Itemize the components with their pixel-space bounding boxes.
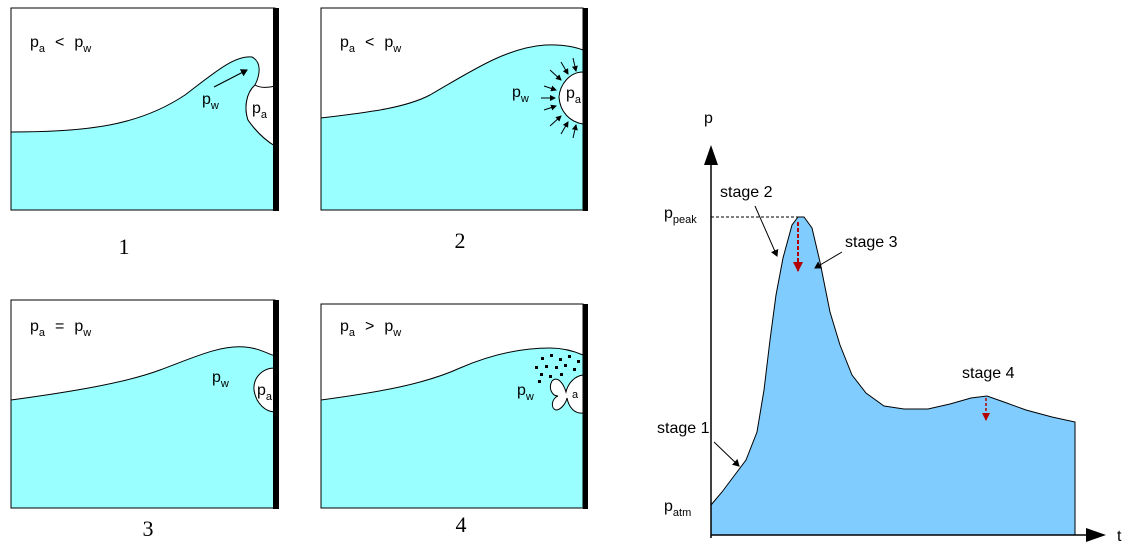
stage-3-label: stage 3 [845, 234, 898, 251]
stage-2-label: stage 2 [720, 184, 773, 201]
water-body [320, 44, 584, 211]
water-pressure-label: pw [512, 84, 529, 105]
vertical-wall [583, 304, 588, 509]
panel-2: pa<pw pw pa 2 [320, 7, 588, 253]
panel-4: pa>pw pw a 4 [320, 303, 588, 537]
stage-1-pointer [713, 441, 740, 467]
air-pocket [253, 367, 276, 413]
panel-number: 2 [455, 228, 466, 253]
panel-3: pa=pw pw pa 3 [10, 299, 279, 541]
y-axis-label: p [704, 110, 713, 127]
air-bubbles [549, 374, 584, 414]
pressure-relation: pa=pw [30, 318, 91, 339]
panel-number: 1 [119, 234, 130, 259]
vertical-wall [273, 8, 279, 211]
stage-3-pointer [814, 251, 843, 269]
panel-1: pa<pw pw pa 1 [10, 7, 279, 259]
panel-number: 4 [456, 512, 467, 537]
air-pressure-label: pa [257, 382, 273, 403]
water-body [10, 346, 276, 509]
pressure-relation: pa<pw [340, 34, 401, 55]
atm-pressure-label: patm [664, 498, 691, 519]
air-pocket [558, 71, 584, 125]
stage-4-label: stage 4 [962, 365, 1015, 382]
panel-number: 3 [143, 516, 154, 541]
jet-arrow [213, 69, 248, 88]
x-axis-label: t [1117, 528, 1122, 545]
spray-droplets [535, 354, 580, 383]
vertical-wall [273, 300, 279, 509]
air-pressure-label: a [572, 389, 579, 401]
water-body [320, 347, 584, 509]
pressure-curve-area [710, 216, 1076, 536]
air-pocket [245, 84, 276, 147]
pressure-time-chart: p t ppeak patm stage 1 stage 2 stage 3 s… [657, 110, 1122, 545]
pressure-arrows [541, 57, 578, 139]
pressure-relation: pa<pw [30, 34, 91, 55]
pressure-relation: pa>pw [340, 318, 401, 339]
water-pressure-label: pw [202, 91, 219, 112]
vertical-wall [583, 8, 588, 211]
water-pressure-label: pw [517, 382, 534, 403]
air-pressure-label: pa [566, 85, 582, 106]
water-pressure-label: pw [212, 369, 229, 390]
x-axis-arrowhead [1086, 528, 1106, 542]
stage-1-label: stage 1 [657, 420, 710, 437]
y-axis-arrowhead [704, 145, 718, 165]
air-pressure-label: pa [252, 100, 268, 121]
peak-pressure-label: ppeak [664, 205, 697, 226]
stage-2-pointer [754, 205, 779, 257]
